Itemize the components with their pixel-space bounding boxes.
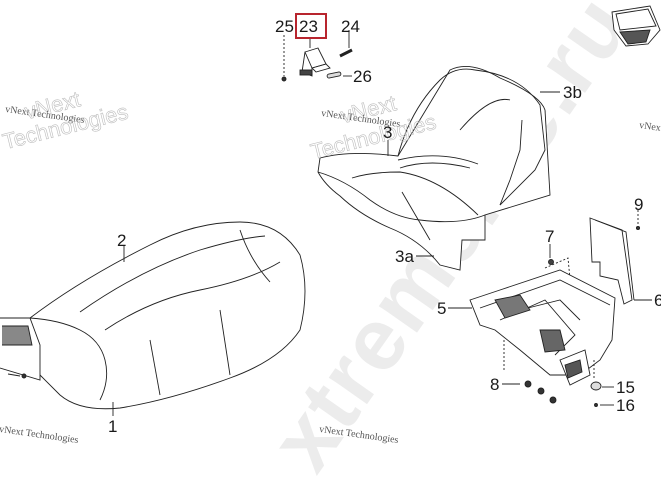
callout-23[interactable]: 23 [299, 17, 318, 36]
callout-2[interactable]: 2 [117, 231, 127, 250]
highlight-box-23 [295, 13, 327, 39]
callout-1[interactable]: 1 [108, 417, 118, 436]
line-art [0, 5, 661, 416]
callout-16[interactable]: 16 [616, 396, 635, 415]
thumbnail-icon [611, 5, 661, 47]
callout-5[interactable]: 5 [437, 299, 447, 318]
part-23-bracket [299, 47, 331, 77]
callout-26[interactable]: 26 [353, 67, 372, 86]
callout-3a[interactable]: 3a [395, 247, 414, 266]
callout-3b[interactable]: 3b [563, 83, 582, 102]
callout-25[interactable]: 25 [275, 17, 294, 36]
callout-3[interactable]: 3 [383, 123, 393, 142]
part-5-tray [469, 269, 616, 386]
callout-6[interactable]: 6 [654, 291, 661, 310]
seat-2 [0, 221, 306, 410]
callout-9[interactable]: 9 [634, 195, 644, 214]
callout-24[interactable]: 24 [341, 17, 360, 36]
callout-8[interactable]: 8 [490, 375, 500, 394]
callout-15[interactable]: 15 [616, 378, 635, 397]
callout-7[interactable]: 7 [545, 227, 555, 246]
part-6-plate [589, 217, 635, 305]
part-24-bolt [339, 30, 353, 58]
seat-3 [317, 65, 551, 271]
